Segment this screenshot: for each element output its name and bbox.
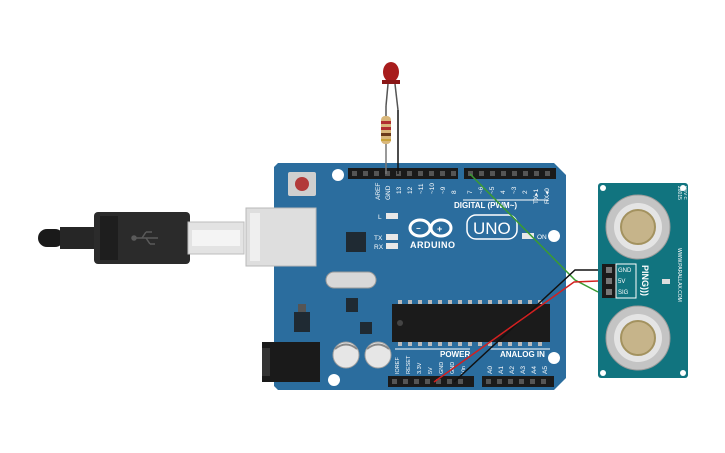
ping-ultrasonic-sensor[interactable]: GND 5V SIG PING))) WWW.PARALLAX.COM 2801… [598, 183, 688, 378]
sensor-led [662, 279, 670, 284]
sensor-part-number: 28015 [676, 186, 682, 200]
arduino-uno-board[interactable]: AREF GND 13 12 ~11 ~10 ~9 8 7 ~6 ~5 4 ~3… [245, 163, 566, 390]
pin-label: AREF [375, 183, 382, 200]
pin-label: 4 [500, 190, 507, 194]
wire-green-signal[interactable] [469, 173, 599, 293]
led-l [386, 213, 398, 219]
led-rx [386, 243, 398, 249]
power-pin-label: IOREF [395, 357, 401, 374]
analog-pin-label: A2 [509, 366, 516, 374]
on-label: ON [537, 234, 547, 241]
svg-text:+: + [437, 224, 442, 234]
analog-pin-label: A5 [542, 366, 549, 374]
capacitor [332, 341, 360, 369]
sensor-url: WWW.PARALLAX.COM [676, 248, 682, 302]
pin-label: ~6 [478, 186, 485, 194]
analog-pin-label: A0 [487, 366, 494, 374]
wire-red-5v[interactable] [433, 280, 599, 383]
mounting-hole [328, 374, 340, 386]
pin-label: TX▸1 [533, 188, 540, 204]
wire-black-gnd[interactable] [453, 269, 598, 383]
power-pin-label: 3.3V [417, 362, 423, 374]
pin-label: 8 [451, 190, 458, 194]
usb-chip [346, 232, 366, 252]
power-pin-label: Vin [461, 366, 467, 374]
digital-label: DIGITAL (PWM~) [454, 201, 517, 210]
power-pin-label: RESET [406, 355, 412, 374]
sensor-pin-label: SIG [618, 290, 629, 296]
pin-label: ~9 [440, 186, 447, 194]
arduino-logo-text: ARDUINO [410, 240, 456, 250]
usb-icon [131, 231, 158, 245]
pin-label: ~3 [511, 186, 518, 194]
sensor-brand: PING))) [640, 265, 650, 296]
power-pin-label: 5V [428, 367, 434, 374]
sensor-pin-label: 5V [618, 279, 625, 285]
dc-power-jack [262, 342, 320, 382]
power-header[interactable] [388, 376, 474, 387]
infinity-logo-icon [408, 218, 453, 238]
power-label: POWER [440, 350, 470, 359]
pin-label: 13 [396, 186, 403, 194]
usb-cable[interactable] [38, 212, 245, 264]
mounting-hole [548, 352, 560, 364]
pin-label: ~11 [418, 183, 425, 194]
pin-label: 7 [467, 190, 474, 194]
mounting-hole [332, 169, 344, 181]
analog-pin-label: A4 [531, 366, 538, 374]
regulator [294, 312, 310, 332]
reset-button[interactable] [288, 172, 316, 196]
analog-label: ANALOG IN [500, 350, 545, 359]
transducer [605, 194, 671, 260]
sensor-pin-label: GND [618, 268, 632, 274]
sensor-revision: REV C [683, 186, 688, 201]
svg-text:−: − [416, 224, 421, 233]
power-pin-label: GND [439, 362, 445, 374]
pin-label: ~5 [489, 186, 496, 194]
atmega-chip [392, 300, 550, 346]
mounting-hole [548, 230, 560, 242]
red-led[interactable] [382, 62, 400, 111]
led-on [522, 233, 534, 239]
capacitor [364, 341, 392, 369]
resistor[interactable] [381, 106, 391, 174]
crystal-oscillator [325, 271, 377, 289]
pin-label: RX◂0 [544, 188, 551, 204]
analog-pin-label: A1 [498, 366, 505, 374]
led-label-l: L [378, 214, 382, 221]
led-tx [386, 234, 398, 240]
transducer [605, 305, 671, 371]
pin-label: 12 [407, 186, 414, 194]
pin-label: GND [385, 185, 392, 200]
led-label-tx: TX [374, 235, 383, 242]
analog-pin-label: A3 [520, 366, 527, 374]
pin-label: 2 [522, 190, 529, 194]
model-label: UNO [473, 219, 511, 238]
analog-header[interactable] [482, 376, 554, 387]
pin-label: ~10 [429, 183, 436, 194]
digital-header[interactable] [348, 168, 556, 179]
led-label-rx: RX [374, 244, 384, 251]
